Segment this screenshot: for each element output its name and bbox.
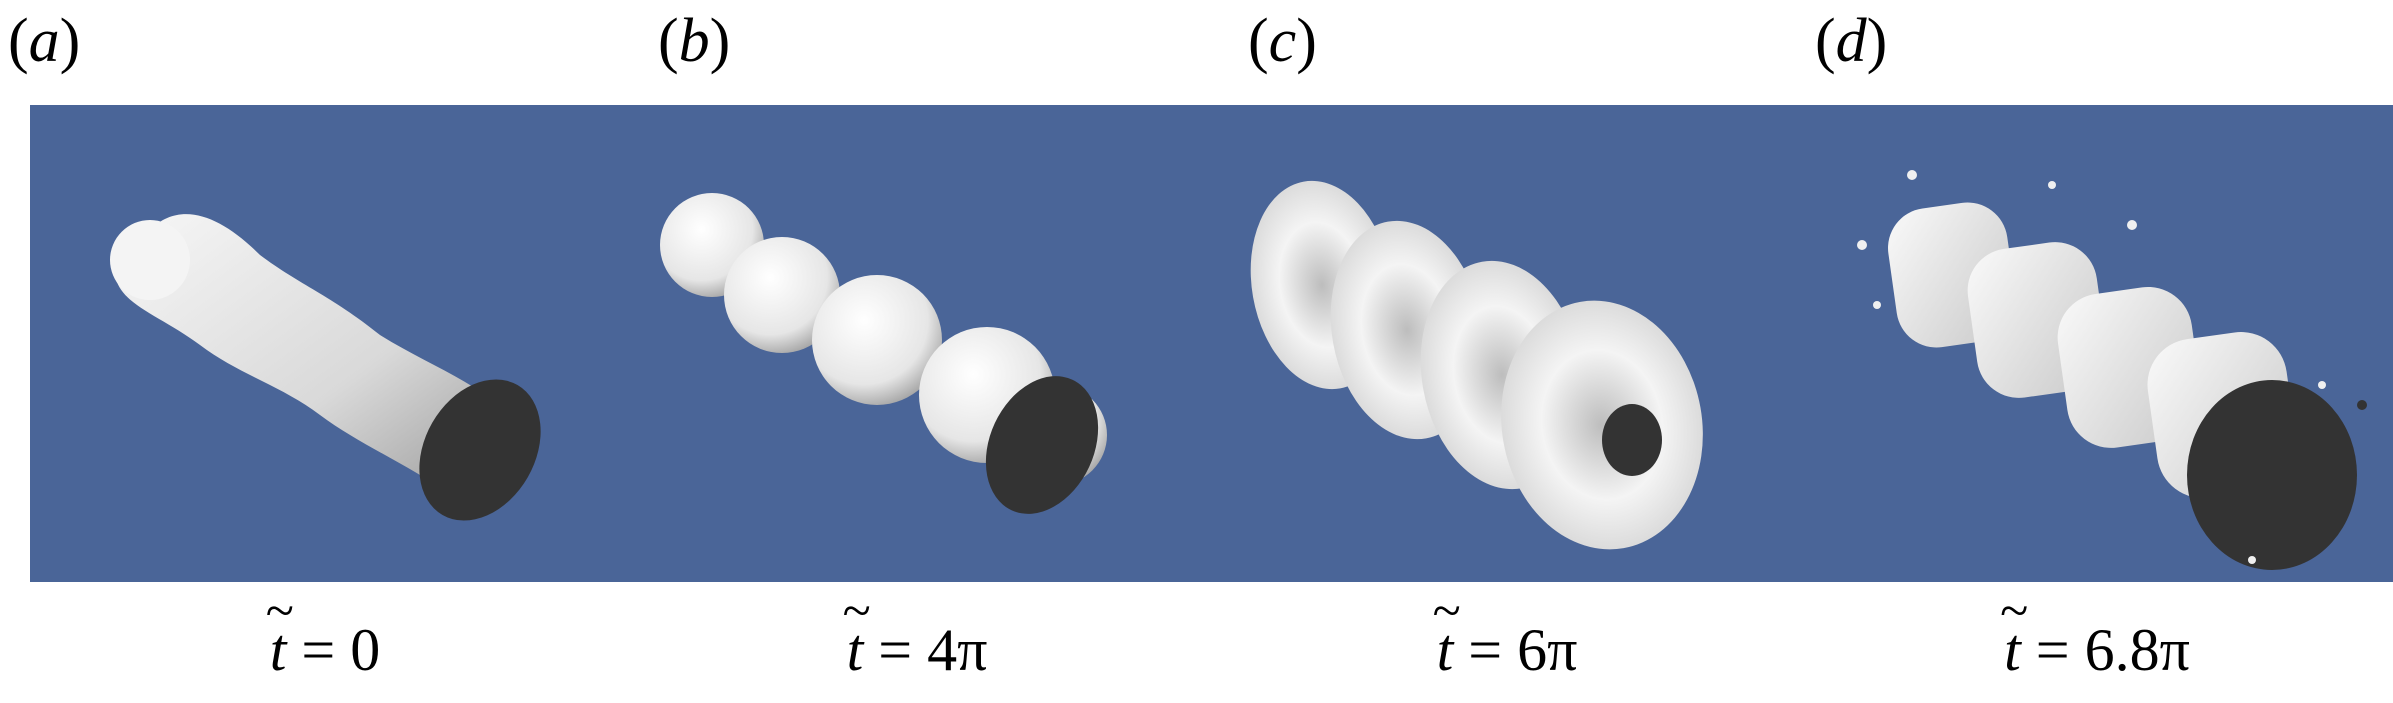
caption-d: t = 6.8π [1797,586,2393,680]
panel-a-image [30,105,622,582]
panel-label-c: (c) [1248,7,1317,75]
panel-d-image [1802,105,2393,582]
caption-c: t = 6π [1207,586,1807,680]
panel-label-a: (a) [8,7,81,75]
caption-a: t = 0 [25,586,625,680]
caption-b: t = 4π [617,586,1217,680]
panel-c-image [1212,105,1802,582]
panel-label-b: (b) [658,7,731,75]
panel-label-d: (d) [1815,7,1888,75]
panel-b-image [622,105,1212,582]
